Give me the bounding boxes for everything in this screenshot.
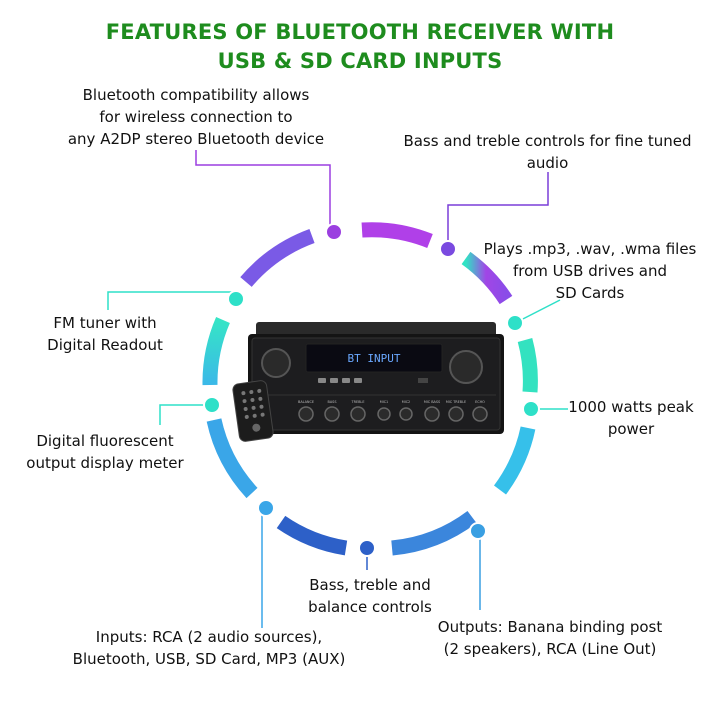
knob-label: BASS	[328, 400, 337, 404]
control-knob	[298, 406, 314, 422]
feature-watts: 1000 watts peak power	[568, 398, 694, 438]
connector-bass-treble	[447, 172, 549, 249]
knob-label: MIC2	[402, 400, 410, 404]
amplifier-display	[305, 343, 443, 373]
knob-label: MIC BASS	[424, 400, 440, 404]
knob-label: TREBLE	[351, 400, 365, 404]
feature-plays-files: Plays .mp3, .wav, .wma files from USB dr…	[483, 240, 697, 302]
ring-segment	[461, 251, 513, 305]
control-knob	[324, 406, 340, 422]
feature-display-meter: Digital fluorescent output display meter	[26, 432, 184, 472]
remote-control-image	[232, 380, 274, 442]
connector-fm	[107, 291, 237, 310]
ring-segment	[517, 338, 538, 393]
control-knob	[424, 406, 440, 422]
ring-segment	[240, 228, 315, 287]
ring-dot	[325, 223, 343, 241]
control-knob	[350, 406, 366, 422]
ring-segment	[276, 515, 348, 556]
control-knob	[377, 407, 391, 421]
ring-dot	[257, 499, 275, 517]
connector-inputs	[261, 507, 266, 628]
ring-dot	[439, 240, 457, 258]
knob-labels: BALANCE BASS TREBLE MIC1 MIC2 MIC BASS M…	[298, 400, 485, 404]
amplifier-image: BALANCE BASS TREBLE MIC1 MIC2 MIC BASS M…	[248, 322, 504, 434]
input-buttons	[318, 378, 362, 383]
ring-dots	[203, 223, 540, 557]
volume-knob-left	[261, 348, 291, 378]
ring-dot	[506, 314, 524, 332]
ring-dot	[227, 290, 245, 308]
knob-label: ECHO	[475, 400, 485, 404]
connector-display	[159, 404, 212, 425]
ring-dot	[358, 539, 376, 557]
ring-segments	[202, 222, 538, 556]
usb-port	[418, 378, 428, 383]
ring-segment	[361, 222, 433, 249]
feature-fm-tuner: FM tuner with Digital Readout	[47, 314, 163, 354]
knob-label: MIC1	[380, 400, 388, 404]
volume-knob-right	[449, 350, 483, 384]
ring-dot	[203, 396, 221, 414]
amplifier-display-text: BT INPUT	[348, 352, 401, 365]
control-knob	[472, 406, 488, 422]
knob-label: BALANCE	[298, 400, 314, 404]
connector-outputs	[478, 530, 481, 610]
ring-segment	[206, 418, 258, 499]
remote-body	[232, 380, 274, 442]
ring-dot	[469, 522, 487, 540]
control-knob	[448, 406, 464, 422]
connector-bluetooth	[195, 150, 331, 232]
feature-bass-treble-fine: Bass and treble controls for fine tuned …	[403, 132, 692, 172]
feature-outputs: Outputs: Banana binding post (2 speakers…	[437, 618, 663, 658]
ring-segment	[391, 510, 477, 556]
feature-bluetooth: Bluetooth compatibility allows for wirel…	[67, 86, 325, 148]
ring-segment	[493, 426, 536, 495]
page-title: FEATURES OF BLUETOOTH RECEIVER WITH USB …	[105, 20, 615, 73]
amplifier-control-knobs	[298, 406, 488, 422]
ring-segment	[202, 317, 230, 386]
knob-label: MIC TREBLE	[446, 400, 466, 404]
control-knob	[399, 407, 413, 421]
feature-balance: Bass, treble and balance controls	[308, 576, 432, 616]
ring-dot	[522, 400, 540, 418]
feature-inputs: Inputs: RCA (2 audio sources), Bluetooth…	[72, 628, 346, 668]
